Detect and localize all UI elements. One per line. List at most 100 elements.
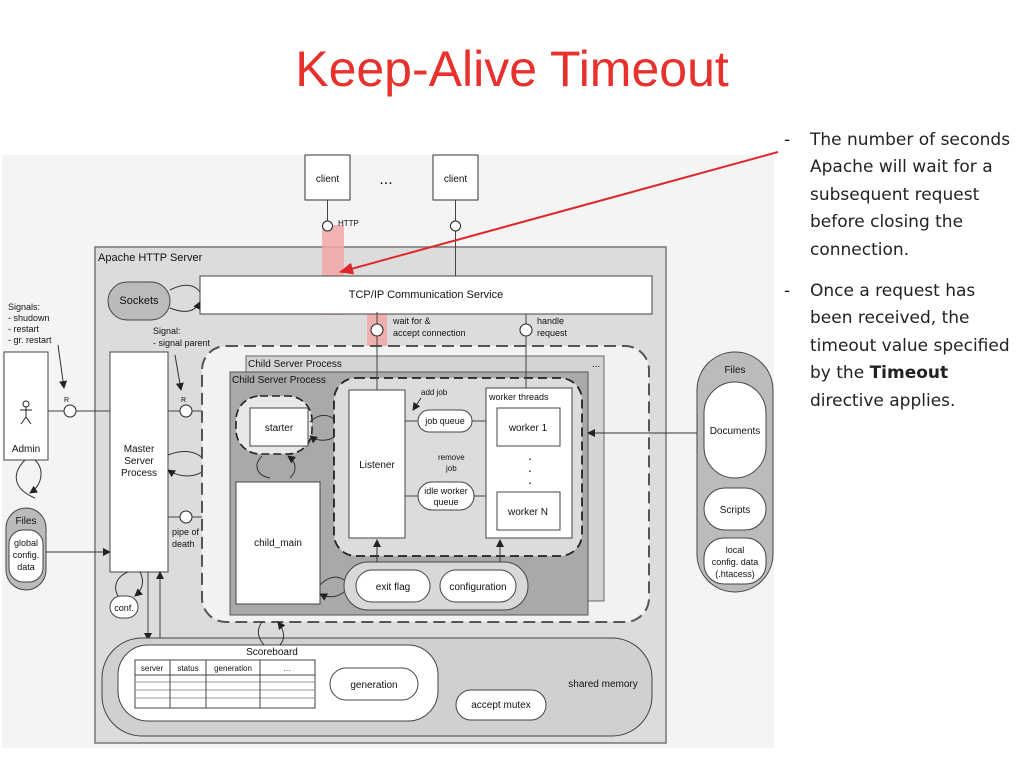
handle-request-label: handle xyxy=(537,316,564,326)
remove-job-label: remove xyxy=(438,453,465,462)
sockets-node xyxy=(107,281,171,321)
master-label: Master xyxy=(124,444,155,455)
scoreboard-col-header: status xyxy=(177,664,198,673)
scoreboard-col-header: generation xyxy=(214,664,252,673)
interface-circle xyxy=(370,323,384,337)
conf-label: conf. xyxy=(114,603,134,613)
add-job-label: add job xyxy=(421,388,448,397)
admin-files-arrows xyxy=(15,459,42,498)
child-main-box xyxy=(235,481,321,605)
tcpip-label: TCP/IP Communication Service xyxy=(349,289,503,301)
scoreboard-label: Scoreboard xyxy=(246,647,298,658)
admin-figure-icon xyxy=(20,400,32,425)
accept-mutex-node xyxy=(455,689,547,721)
clients-ellipsis: ... xyxy=(379,171,392,188)
bullet-text: The number of seconds Apache will wait f… xyxy=(810,130,1011,260)
annotation-arrow xyxy=(339,151,779,275)
global-config-label: data xyxy=(17,562,35,572)
signals-arrow xyxy=(57,344,67,389)
bullet-text-after: directive applies. xyxy=(810,390,956,411)
starter-child-arrows xyxy=(256,456,295,479)
global-config-node xyxy=(8,529,44,583)
pipe-death-label: pipe of xyxy=(172,527,200,537)
bullet-item: - The number of seconds Apache will wait… xyxy=(784,127,1022,264)
client-box xyxy=(304,154,351,201)
interface-circle xyxy=(63,404,77,418)
r-label: R xyxy=(181,397,186,404)
configuration-label: configuration xyxy=(449,582,506,593)
handle-request-label: request xyxy=(537,328,568,338)
interface-circle xyxy=(519,323,533,337)
bullet-marker: - xyxy=(784,281,791,302)
sockets-arrows xyxy=(169,284,200,312)
scoreboard-col-header: server xyxy=(141,664,164,673)
signal-parent-label: - signal parent xyxy=(153,338,211,348)
add-job-arrow xyxy=(412,397,422,411)
accept-mutex-label: accept mutex xyxy=(471,700,530,711)
child-process-label: Child Server Process xyxy=(248,359,342,370)
exit-flag-label: exit flag xyxy=(376,582,410,593)
starter-label: starter xyxy=(265,423,294,434)
interface-circle xyxy=(179,404,193,418)
child-main-flag-arrows xyxy=(320,576,345,597)
bullet-bold-term: Timeout xyxy=(869,363,949,384)
master-label: Process xyxy=(121,468,157,479)
worker-n-box xyxy=(496,491,561,531)
child-process-ellipsis: ... xyxy=(592,359,600,370)
interface-circle xyxy=(322,220,333,232)
listener-label: Listener xyxy=(359,460,395,471)
documents-label: Documents xyxy=(710,426,761,437)
child-main-label: child_main xyxy=(254,538,302,549)
slide-title: Keep-Alive Timeout xyxy=(295,41,729,97)
local-config-label: config. data xyxy=(712,557,759,567)
master-label: Server xyxy=(124,456,154,467)
child-process-label: Child Server Process xyxy=(232,375,326,386)
signals-title: Signals: xyxy=(8,302,40,312)
bullet-text-before: Once a request has been received, the ti… xyxy=(810,281,1010,384)
files-label: Files xyxy=(15,516,36,527)
scripts-label: Scripts xyxy=(720,505,751,516)
signal-item: - restart xyxy=(8,324,40,334)
worker-n-label: worker N xyxy=(507,507,548,518)
signal-parent-label: Signal: xyxy=(153,326,181,336)
signal-parent-arrow xyxy=(174,354,184,391)
client-label: client xyxy=(316,174,340,185)
bullet-marker: - xyxy=(784,130,791,150)
r-label: R xyxy=(64,397,69,404)
pipe-death-label: death xyxy=(172,539,195,549)
scripts-node xyxy=(703,487,767,531)
job-queue-label: job queue xyxy=(424,416,465,426)
documents-node xyxy=(703,381,767,479)
configuration-node xyxy=(439,569,517,603)
tcpip-service-box xyxy=(199,275,653,315)
worker-1-label: worker 1 xyxy=(508,423,548,434)
worker-1-box xyxy=(496,407,561,447)
idle-queue-label: queue xyxy=(433,497,458,507)
scoreboard-col-header: ... xyxy=(284,664,291,673)
conf-arrows xyxy=(115,571,143,596)
generation-node xyxy=(329,667,419,701)
global-config-label: global xyxy=(14,538,38,548)
bullet-list: - The number of seconds Apache will wait… xyxy=(784,127,1022,429)
idle-queue-label: idle worker xyxy=(424,486,468,496)
global-config-label: config. xyxy=(13,550,40,560)
wait-accept-label: wait for & xyxy=(392,316,431,326)
interface-circle xyxy=(450,220,461,232)
client-label: client xyxy=(444,174,468,185)
scoreboard-node xyxy=(117,644,439,722)
admin-label: Admin xyxy=(12,444,40,455)
admin-box xyxy=(3,351,49,461)
bullet-item: - Once a request has been received, the … xyxy=(784,278,1022,415)
worker-threads-label: worker threads xyxy=(488,392,549,402)
listener-box xyxy=(348,389,406,539)
child-scoreboard-arrows xyxy=(257,622,283,646)
http-label: HTTP xyxy=(338,219,359,228)
master-server-process xyxy=(109,351,169,573)
worker-dots: . xyxy=(528,447,532,463)
local-config-label: local xyxy=(726,545,745,555)
local-config-node xyxy=(703,537,767,585)
wait-accept-label: accept connection xyxy=(393,328,466,338)
scoreboard-table xyxy=(134,659,316,709)
remove-job-label: job xyxy=(445,464,457,473)
worker-dots: . xyxy=(528,471,532,487)
